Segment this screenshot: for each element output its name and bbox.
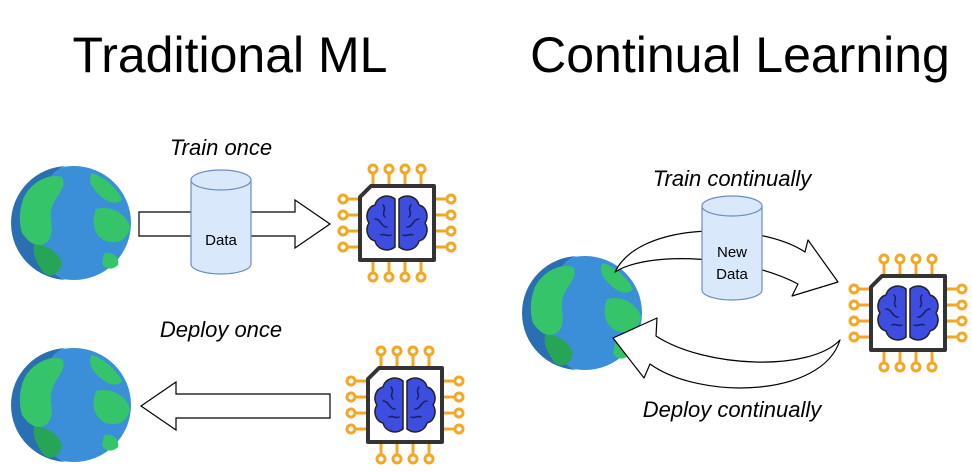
- database-label-line-1: New: [717, 244, 747, 261]
- globe-icon: [11, 348, 131, 462]
- globe-icon: [11, 166, 131, 280]
- database-label: Data: [205, 232, 237, 249]
- deploy-continually-arrow: [612, 317, 841, 389]
- train-continually-arrow: [614, 230, 839, 297]
- caption-train-continually: Train continually: [653, 166, 814, 191]
- database-label-line-2: Data: [716, 266, 748, 283]
- caption-train-once: Train once: [170, 135, 272, 160]
- caption-deploy-continually: Deploy continually: [643, 397, 824, 422]
- title-traditional-ml: Traditional ML: [73, 27, 388, 83]
- brain-chip-icon: [337, 163, 457, 283]
- deploy-arrow: [139, 380, 331, 432]
- database-icon: [190, 169, 252, 275]
- brain-chip-icon: [345, 345, 465, 465]
- caption-deploy-once: Deploy once: [160, 317, 282, 342]
- title-continual-learning: Continual Learning: [530, 27, 950, 83]
- brain-chip-icon: [848, 253, 968, 373]
